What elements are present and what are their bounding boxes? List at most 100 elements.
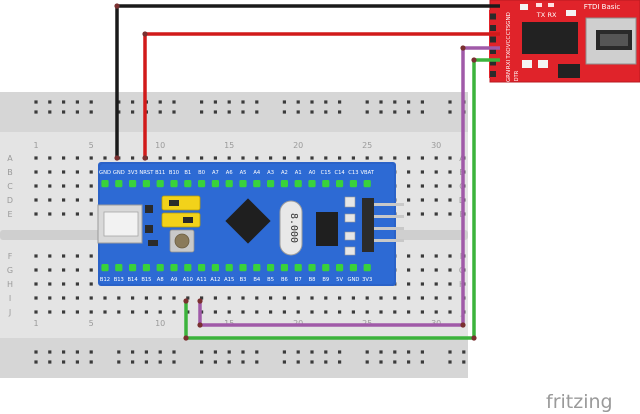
breadboard-hole xyxy=(420,268,424,272)
header-pin xyxy=(280,180,288,188)
breadboard-hole xyxy=(213,100,217,104)
header-pin xyxy=(308,180,316,188)
breadboard-hole xyxy=(351,296,355,300)
breadboard-hole xyxy=(158,296,162,300)
pin-label: 3V3 xyxy=(362,277,372,283)
ftdi-header-pin xyxy=(490,59,496,66)
swd-pins xyxy=(374,203,404,242)
breadboard-hole xyxy=(393,296,397,300)
breadboard-hole xyxy=(420,310,424,314)
breadboard-hole xyxy=(227,100,231,104)
pin-label: B12 xyxy=(100,277,110,283)
breadboard-hole xyxy=(448,110,452,114)
breadboard-hole xyxy=(213,350,217,354)
pin-label: A15 xyxy=(224,277,234,283)
ftdi-pin-label: TXO xyxy=(506,47,512,60)
breadboard-hole xyxy=(310,360,314,364)
pin-label: B0 xyxy=(198,170,205,176)
breadboard-hole xyxy=(117,310,121,314)
breadboard-hole xyxy=(241,360,245,364)
pin-label: A9 xyxy=(171,277,178,283)
breadboard-hole xyxy=(255,296,259,300)
header-pin xyxy=(336,264,344,272)
breadboard-hole xyxy=(407,296,411,300)
breadboard-hole xyxy=(407,254,411,258)
pin-label: A12 xyxy=(210,277,220,283)
breadboard-hole xyxy=(89,360,93,364)
header-pin xyxy=(129,264,137,272)
breadboard-hole xyxy=(255,310,259,314)
header-pin xyxy=(322,264,330,272)
breadboard-hole xyxy=(131,360,135,364)
header-pin xyxy=(184,180,192,188)
breadboard-hole xyxy=(338,110,342,114)
column-label: 1 xyxy=(33,319,38,328)
breadboard-hole xyxy=(255,156,259,160)
pin-label: C15 xyxy=(321,170,331,176)
column-label: 10 xyxy=(155,141,165,150)
breadboard-hole xyxy=(296,296,300,300)
pin-label: NRST xyxy=(139,170,154,176)
breadboard-hole xyxy=(448,184,452,188)
breadboard-hole xyxy=(379,360,383,364)
row-label: F xyxy=(8,252,13,261)
breadboard-hole xyxy=(448,100,452,104)
ftdi-header-pin xyxy=(490,13,496,20)
column-label: 30 xyxy=(431,141,441,150)
breadboard-hole xyxy=(34,198,38,202)
breadboard-hole xyxy=(75,350,79,354)
ftdi-chip xyxy=(522,22,578,54)
breadboard-hole xyxy=(34,100,38,104)
breadboard-hole xyxy=(89,350,93,354)
breadboard-hole xyxy=(407,110,411,114)
breadboard-hole xyxy=(213,110,217,114)
breadboard-hole xyxy=(365,310,369,314)
breadboard-hole xyxy=(172,350,176,354)
breadboard-hole xyxy=(379,296,383,300)
breadboard-hole xyxy=(393,350,397,354)
pin-label: A5 xyxy=(240,170,247,176)
ftdi-title: FTDI Basic xyxy=(584,3,621,11)
breadboard-hole xyxy=(89,254,93,258)
breadboard-hole xyxy=(310,156,314,160)
header-pin xyxy=(129,180,137,188)
pin-label: A4 xyxy=(253,170,261,176)
breadboard-hole xyxy=(62,110,66,114)
breadboard-hole xyxy=(158,110,162,114)
header-pin xyxy=(115,180,123,188)
breadboard-hole xyxy=(62,254,66,258)
breadboard-hole xyxy=(75,268,79,272)
breadboard-hole xyxy=(448,350,452,354)
breadboard-hole xyxy=(420,350,424,354)
header-pin xyxy=(363,180,371,188)
breadboard-hole xyxy=(89,110,93,114)
breadboard-hole xyxy=(393,360,397,364)
breadboard-hole xyxy=(131,110,135,114)
breadboard-hole xyxy=(227,360,231,364)
breadboard-hole xyxy=(420,100,424,104)
breadboard-hole xyxy=(34,350,38,354)
header-pin xyxy=(267,264,275,272)
row-label: I xyxy=(9,294,11,303)
header-pin xyxy=(267,180,275,188)
breadboard-hole xyxy=(48,156,52,160)
breadboard-hole xyxy=(434,268,438,272)
fritzing-logo: fritzing xyxy=(546,391,613,413)
column-label: 1 xyxy=(33,141,38,150)
breadboard-hole xyxy=(393,100,397,104)
ftdi-pin-label: GND xyxy=(506,12,512,25)
breadboard-hole xyxy=(103,310,107,314)
breadboard-hole xyxy=(48,100,52,104)
breadboard-hole xyxy=(48,170,52,174)
breadboard-hole xyxy=(213,360,217,364)
breadboard-hole xyxy=(310,110,314,114)
pin-label: B15 xyxy=(141,277,151,283)
breadboard-hole xyxy=(393,110,397,114)
breadboard-hole xyxy=(448,156,452,160)
breadboard-hole xyxy=(75,100,79,104)
ftdi-header-pin xyxy=(490,25,496,31)
header-pin xyxy=(101,180,109,188)
header-pin xyxy=(363,264,371,272)
breadboard-hole xyxy=(172,296,176,300)
